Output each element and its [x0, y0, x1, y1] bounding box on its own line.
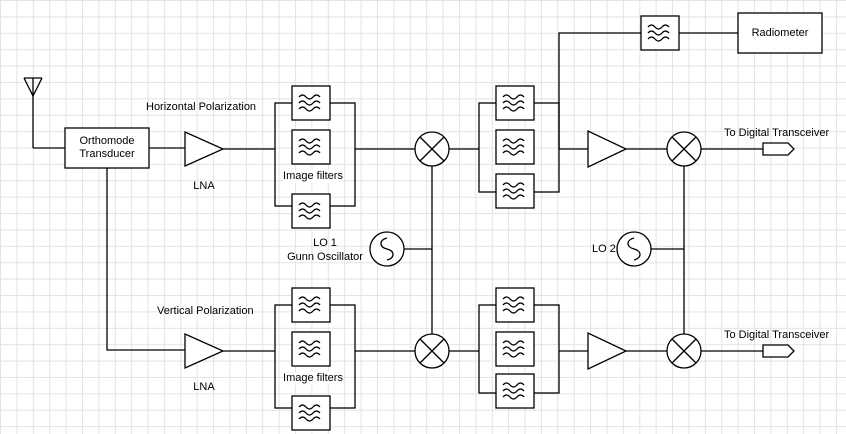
if-filter-bank-vertical: [478, 287, 560, 409]
amplifier-triangle-icon: [587, 331, 628, 371]
bandpass-filter-icon: [291, 129, 331, 165]
image-filter-bank-horizontal: [274, 85, 356, 229]
bandpass-filter-icon: [495, 287, 535, 323]
lo2-label: LO 2: [592, 243, 616, 255]
mixer-icon: [666, 131, 702, 167]
radiometer-box: [737, 12, 823, 54]
orthomode-label-line1: Orthomode: [79, 135, 135, 147]
output-port-icon: [762, 344, 795, 358]
if-filter-bank-horizontal: [478, 85, 560, 209]
bandpass-filter-icon: [640, 15, 680, 51]
lna-vertical-label: LNA: [193, 381, 215, 393]
oscillator-icon: [369, 231, 405, 267]
bandpass-filter-icon: [291, 331, 331, 367]
bandpass-filter-icon: [291, 287, 331, 323]
output-port-icon: [762, 142, 795, 156]
bandpass-filter-icon: [495, 173, 535, 209]
lna-vertical-icon: [184, 332, 225, 370]
orthomode-transducer-label: Orthomode Transducer: [65, 128, 149, 168]
to-digital-transceiver-vertical-label: To Digital Transceiver: [724, 329, 830, 341]
lna-horizontal-label: LNA: [193, 180, 215, 192]
image-filters-vertical-label: Image filters: [283, 372, 343, 385]
bandpass-filter-icon: [495, 373, 535, 409]
image-filters-horizontal-label: Image filters: [283, 170, 343, 183]
bandpass-filter-icon: [291, 85, 331, 121]
radiometer-label: Radiometer: [751, 26, 809, 39]
vertical-polarization-label: Vertical Polarization: [157, 305, 254, 317]
mixer-icon: [666, 333, 702, 369]
amplifier-triangle-icon: [587, 129, 628, 169]
image-filter-bank-vertical: [274, 287, 356, 431]
radiometer-branch-line: [558, 32, 641, 149]
mixer-icon: [414, 131, 450, 167]
bandpass-filter-icon: [495, 331, 535, 367]
bandpass-filter-icon: [291, 395, 331, 431]
oscillator-icon: [616, 231, 652, 267]
mixer-icon: [414, 333, 450, 369]
bandpass-filter-icon: [495, 85, 535, 121]
antenna-icon: [23, 77, 43, 148]
bandpass-filter-icon: [291, 193, 331, 229]
orthomode-transducer-box: [64, 127, 150, 169]
lna-horizontal-icon: [184, 130, 225, 168]
orthomode-label-line2: Transducer: [79, 148, 135, 160]
lo1-label: LO 1: [313, 237, 337, 249]
vertical-input-line: [106, 168, 185, 351]
lo1-gunn-oscillator-label: Gunn Oscillator: [287, 251, 363, 263]
to-digital-transceiver-horizontal-label: To Digital Transceiver: [724, 127, 830, 139]
horizontal-polarization-label: Horizontal Polarization: [146, 101, 257, 113]
bandpass-filter-icon: [495, 129, 535, 165]
